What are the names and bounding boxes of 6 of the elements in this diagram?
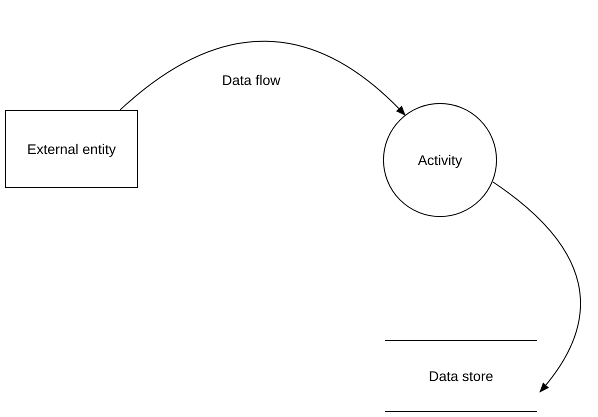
node-label: External entity <box>26 140 117 158</box>
node-label: Data store <box>428 367 494 385</box>
curved-arrow <box>492 182 581 393</box>
entity-box <box>5 110 138 188</box>
curved-arrow <box>120 40 406 116</box>
node-label: Activity <box>416 151 464 169</box>
